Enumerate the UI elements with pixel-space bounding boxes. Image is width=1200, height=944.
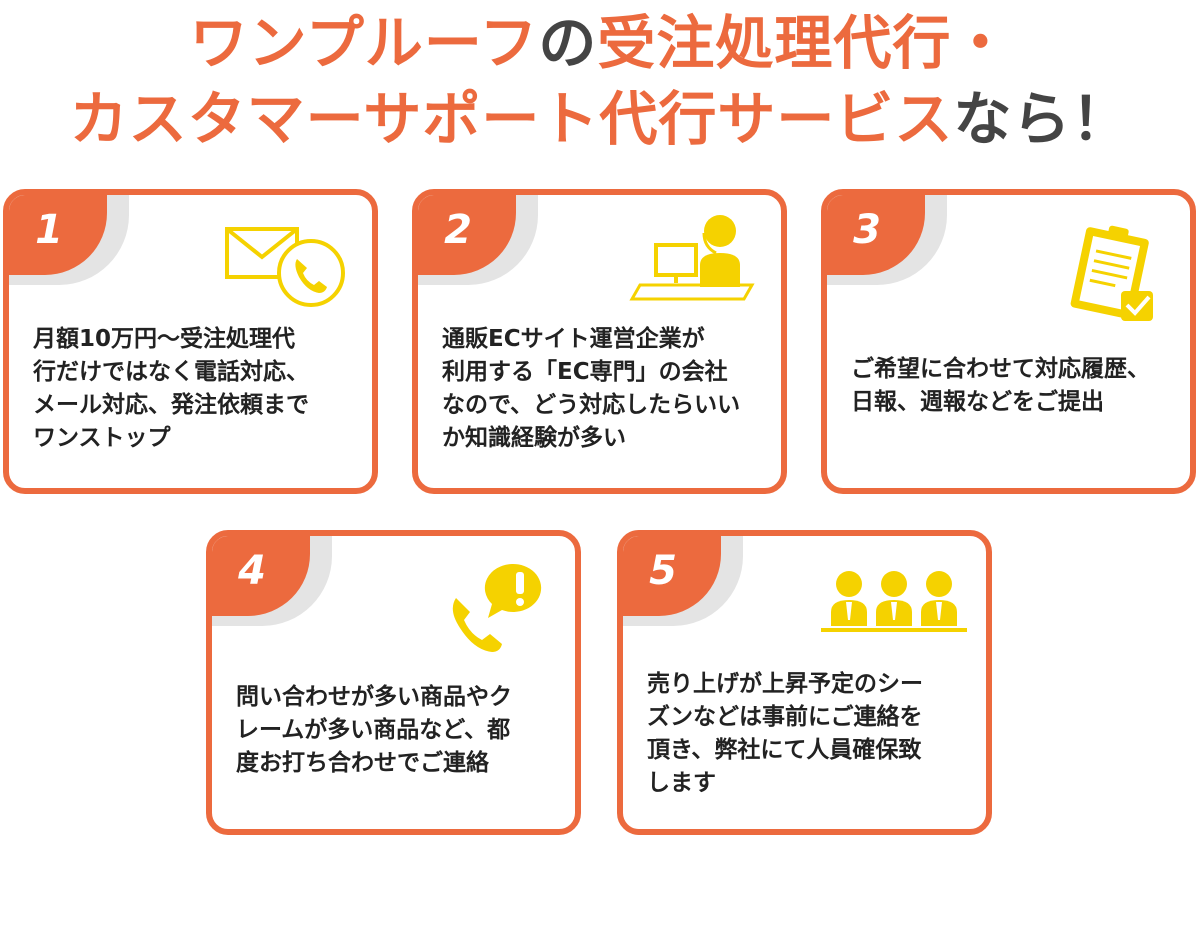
operator-icon	[629, 215, 755, 301]
card-number: 2	[444, 207, 472, 253]
card-text: 問い合わせが多い商品やク レームが多い商品など、都 度お打ち合わせでご連絡	[236, 681, 512, 780]
staff-team-icon	[821, 571, 967, 632]
report-document-icon	[1070, 225, 1153, 321]
card-text-line: します	[647, 770, 716, 796]
card-text-line: ワンストップ	[33, 425, 171, 451]
card-text: ご希望に合わせて対応履歴、 日報、週報などをご提出	[851, 353, 1150, 419]
feature-card-5: 5 売り上げが上昇予定のシー ズンなどは事前にご連絡を 頂き、弊社にて人員確保致…	[617, 530, 992, 835]
card-text-line: レームが多い商品など、都	[236, 717, 511, 743]
feature-card-3: 3 ご希望に合わせて対応履歴、 日報、週報などをご提出	[821, 189, 1196, 494]
card-text-line: 行だけではなく電話対応、	[33, 359, 309, 385]
card-text-line: 月額10万円～受注処理代	[33, 326, 296, 352]
card-text-line: 日報、週報などをご提出	[851, 389, 1104, 415]
card-number: 3	[853, 207, 881, 253]
card-text-line: か知識経験が多い	[442, 425, 626, 451]
card-text-line: メール対応、発注依頼まで	[33, 392, 309, 418]
card-text-line: 頂き、弊社にて人員確保致	[647, 737, 922, 763]
headline-service-1: 受注処理代行・	[597, 9, 1011, 77]
card-number: 5	[649, 548, 677, 594]
feature-card-2: 2 通販ECサイト運営企業が 利用する「EC専門」の会社 なので、どう対応したら…	[412, 189, 787, 494]
headline-particle: の	[538, 9, 598, 77]
card-text-line: 問い合わせが多い商品やク	[236, 684, 512, 710]
card-number: 4	[238, 548, 266, 594]
headline-suffix: なら！	[953, 85, 1131, 153]
card-text: 通販ECサイト運営企業が 利用する「EC専門」の会社 なので、どう対応したらいい…	[442, 323, 740, 455]
card-text-line: 度お打ち合わせでご連絡	[236, 750, 489, 776]
card-text-line: 利用する「EC専門」の会社	[442, 359, 728, 385]
card-text: 月額10万円～受注処理代 行だけではなく電話対応、 メール対応、発注依頼まで ワ…	[33, 323, 309, 455]
headline-brand: ワンプルーフ	[189, 9, 539, 77]
card-text-line: ズンなどは事前にご連絡を	[647, 704, 923, 730]
headline-service-2: カスタマーサポート代行サービス	[69, 85, 954, 153]
card-text-line: なので、どう対応したらいい	[442, 392, 741, 418]
card-text-line: ご希望に合わせて対応履歴、	[851, 356, 1150, 382]
card-text-line: 通販ECサイト運営企業が	[442, 326, 705, 352]
headline-line-1: ワンプルーフの受注処理代行・	[0, 8, 1200, 78]
phone-alert-icon	[452, 563, 542, 652]
feature-card-1: 1 月額10万円～受注処理代 行だけではなく電話対応、 メール対応、発注依頼まで…	[3, 189, 378, 494]
card-number: 1	[35, 207, 63, 253]
feature-card-4: 4 問い合わせが多い商品やク レームが多い商品など、都 度お打ち合わせでご連絡	[206, 530, 581, 835]
headline-line-2: カスタマーサポート代行サービスなら！	[0, 84, 1200, 154]
mail-phone-icon	[225, 227, 345, 307]
card-text-line: 売り上げが上昇予定のシー	[647, 671, 923, 697]
card-text: 売り上げが上昇予定のシー ズンなどは事前にご連絡を 頂き、弊社にて人員確保致 し…	[647, 668, 923, 800]
